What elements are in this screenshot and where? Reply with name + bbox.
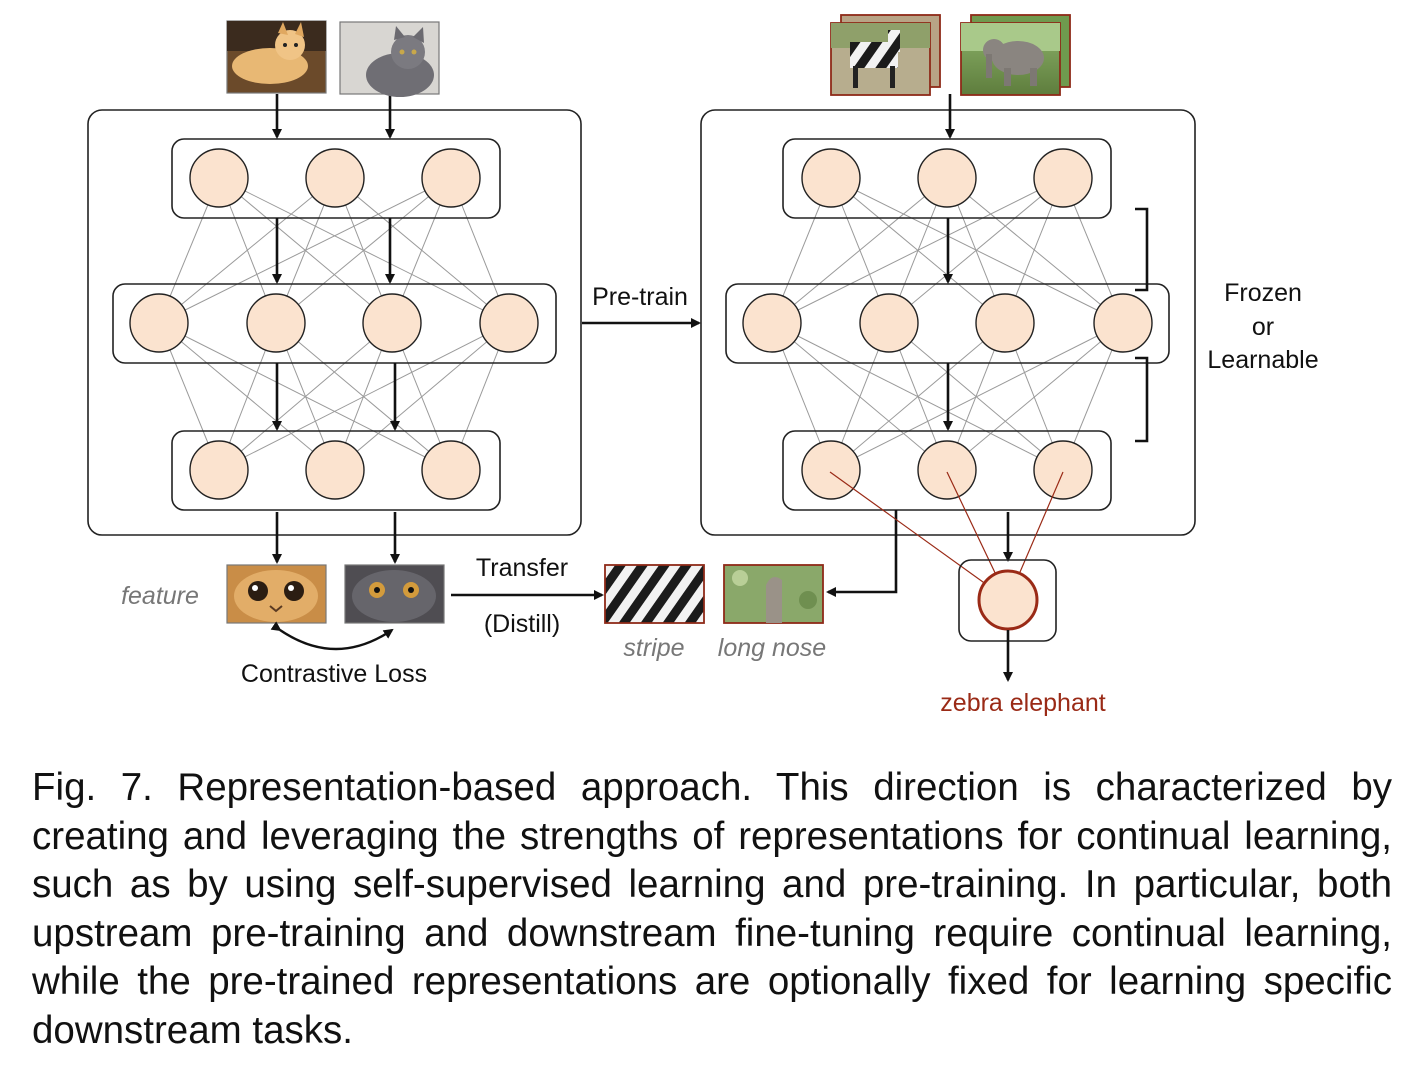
downstream-node-layer-1 [917,148,977,208]
cat-face-feature [226,564,327,624]
upstream-input-images [226,20,440,97]
zebra-stripe-feature [604,564,705,624]
downstream-network-frame [700,109,1196,536]
upstream-node-layer-3 [421,440,481,500]
downstream-node-layer-1 [801,148,861,208]
figure-caption: Fig. 7. Representation-based approach. T… [32,764,1392,1055]
downstream-edge [830,177,1124,324]
downstream-flow-arrows [943,94,955,431]
elephant-image [960,14,1071,96]
upstream-node-layer-2 [129,293,189,353]
upstream-network-edges [158,177,510,471]
long-nose-label: long nose [718,634,826,662]
downstream-network [700,94,1196,536]
upstream-network [87,94,582,564]
frozen-learnable-brackets [1135,207,1149,443]
cat-image [226,20,327,94]
upstream-node-layer-2 [246,293,306,353]
gray-cat-face-feature [344,564,445,624]
downstream-edge [771,177,1064,324]
downstream-node-layer-2 [975,293,1035,353]
downstream-layer-3 [782,430,1112,511]
feature-extraction-arrow [826,510,898,597]
distill-label: (Distill) [484,610,560,638]
upstream-node-layer-3 [305,440,365,500]
or-label: or [1252,313,1274,341]
downstream-edge [771,177,948,324]
upstream-edge [275,177,452,324]
downstream-edge [946,322,1124,471]
contrastive-loss-label: Contrastive Loss [241,660,427,688]
downstream-node-layer-2 [742,293,802,353]
upstream-node-layer-3 [189,440,249,500]
downstream-node-layer-2 [859,293,919,353]
downstream-edge [946,177,1124,324]
upstream-edge [158,177,452,324]
output-label: zebra elephant [940,689,1105,717]
upstream-layer-3 [171,430,501,511]
caption-text: Representation-based approach. This dire… [32,766,1393,1052]
upstream-edge [218,322,510,471]
gray-cat-image [339,21,440,97]
upstream-network-nodes [129,148,539,500]
upstream-node-layer-1 [305,148,365,208]
upstream-edge [158,177,336,324]
downstream-node-layer-1 [1033,148,1093,208]
output-node [977,569,1039,631]
representation-diagram: Pre-train Frozen or Learnable feature Co… [87,14,1319,717]
learnable-label: Learnable [1207,346,1318,374]
downstream-node-layer-3 [917,440,977,500]
pretrain-label: Pre-train [592,283,688,311]
upstream-node-layer-1 [189,148,249,208]
frozen-label: Frozen [1224,279,1302,307]
elephant-trunk-feature [723,564,824,624]
figure-number: Fig. 7. [32,766,153,809]
transfer-label: Transfer [476,554,568,582]
upstream-network-frame [87,109,582,536]
downstream-edge [830,322,1124,471]
downstream-node-layer-3 [801,440,861,500]
downstream-node-layer-3 [1033,440,1093,500]
zebra-image [830,14,941,96]
upstream-edge [334,322,510,471]
upstream-node-layer-2 [362,293,422,353]
downstream-node-layer-2 [1093,293,1153,353]
upstream-flow-arrows [272,94,400,564]
downstream-network-nodes [742,148,1153,500]
upstream-layer-1 [171,138,501,219]
upstream-layer-2 [112,283,557,364]
contrastive-arc [270,621,394,651]
upstream-node-layer-2 [479,293,539,353]
output-head [829,471,1064,682]
stripe-label: stripe [623,634,684,662]
upstream-edge [218,322,393,471]
downstream-edge [830,322,1006,471]
upstream-node-layer-1 [421,148,481,208]
feature-label: feature [121,582,199,610]
downstream-input-images [830,14,1071,96]
downstream-edge [888,177,1064,324]
